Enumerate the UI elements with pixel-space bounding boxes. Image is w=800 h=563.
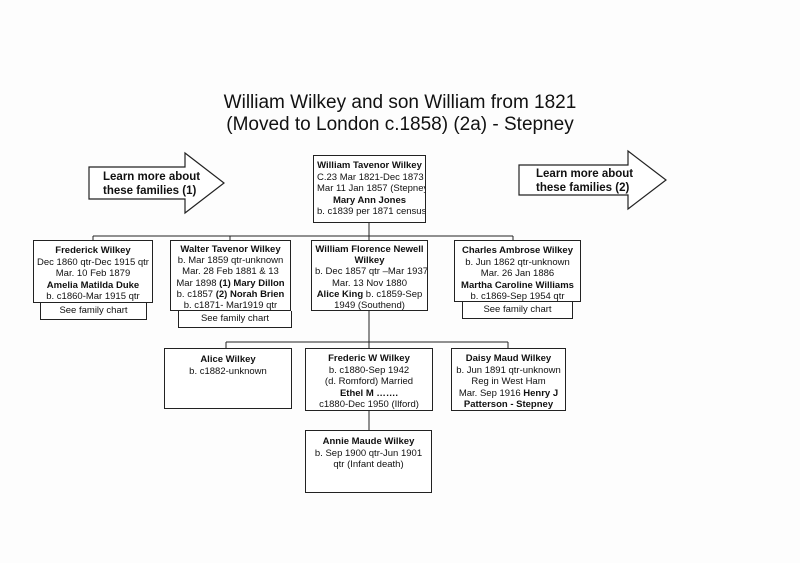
person-name: Daisy Maud Wilkey xyxy=(465,353,552,364)
spouse-name: Alice King xyxy=(316,288,364,300)
person-dates: b. c1882-unknown xyxy=(189,365,267,377)
spouse-dates: b. c1839 per 1871 census xyxy=(317,206,426,218)
person-marriage: Mar. 13 Nov 1880 xyxy=(332,277,407,289)
left-arrow-link[interactable]: Learn more about these families (1) xyxy=(103,170,200,198)
person-name: Alice Wilkey xyxy=(200,354,256,365)
spouse-name: Martha Caroline Williams xyxy=(461,279,574,291)
person-dates: Dec 1860 qtr-Dec 1915 qtr xyxy=(37,256,149,268)
person-william-tavenor-wilkey: William Tavenor Wilkey C.23 Mar 1821-Dec… xyxy=(313,155,426,223)
person-william-florence-newell-wilkey: William Florence Newell Wilkey b. Dec 18… xyxy=(311,240,428,311)
person-marriage-1: Mar. 28 Feb 1881 & 13 xyxy=(182,266,279,278)
spouse-dates: b. c1869-Sep 1954 qtr xyxy=(470,291,565,302)
person-name: William Tavenor Wilkey xyxy=(317,160,422,171)
person-dates: b. c1880-Sep 1942 xyxy=(328,364,410,376)
person-marriage: Mar. 10 Feb 1879 xyxy=(55,268,131,280)
person-marriage: Mar. Sep 1916 xyxy=(458,387,524,399)
person-dates: b. Mar 1859 qtr-unknown xyxy=(177,255,284,267)
person-name-2: Wilkey xyxy=(354,255,385,267)
left-arrow-label-2: these families (1) xyxy=(103,185,197,197)
person-registration: Reg in West Ham xyxy=(471,376,546,388)
marriage-place: - Stepney xyxy=(507,399,554,411)
spouse-name: Mary Ann Jones xyxy=(332,194,407,206)
person-dates: b. Jun 1862 qtr-unknown xyxy=(465,256,570,268)
spouse-name-2: Patterson xyxy=(463,399,508,411)
person-note: qtr (Infant death) xyxy=(333,459,404,471)
right-arrow-label-2: these families (2) xyxy=(536,182,630,194)
spouse-2-name: (2) Norah Brien xyxy=(215,288,285,300)
person-marriage: Mar. 26 Jan 1886 xyxy=(480,268,555,280)
person-death-place: (d. Romford) Married xyxy=(324,376,414,388)
see-family-chart-link-charles[interactable]: See family chart xyxy=(462,302,573,319)
spouse-name-1: Henry J xyxy=(523,387,559,399)
spouse-dates: b. c1860-Mar 1915 qtr xyxy=(46,291,140,303)
person-dates: b. Dec 1857 qtr –Mar 1937 xyxy=(315,266,428,278)
page-title: William Wilkey and son William from 1821… xyxy=(150,92,650,136)
person-name: Frederick Wilkey xyxy=(55,245,131,256)
spouse-1-dates: b. c1857 xyxy=(176,288,216,300)
person-alice-wilkey: Alice Wilkey b. c1882-unknown xyxy=(164,348,292,409)
right-arrow-shape xyxy=(518,149,667,211)
title-line-2: (Moved to London c.1858) (2a) - Stepney xyxy=(226,114,574,135)
person-dates: b. Sep 1900 qtr-Jun 1901 xyxy=(314,447,423,459)
person-name: Charles Ambrose Wilkey xyxy=(462,245,573,256)
person-annie-maude-wilkey: Annie Maude Wilkey b. Sep 1900 qtr-Jun 1… xyxy=(305,430,432,493)
right-arrow-label-1: Learn more about xyxy=(536,168,634,180)
person-dates: b. Jun 1891 qtr-unknown xyxy=(456,364,561,376)
right-arrow-link[interactable]: Learn more about these families (2) xyxy=(536,167,633,195)
title-line-1: William Wilkey and son William from 1821 xyxy=(223,92,577,113)
person-name-1: William Florence Newell xyxy=(315,244,424,255)
person-marriage: Mar 11 Jan 1857 (Stepney) xyxy=(317,183,426,195)
spouse-dates: c1880-Dec 1950 (Ilford) xyxy=(319,399,419,411)
see-family-chart-link-walter[interactable]: See family chart xyxy=(178,311,292,328)
person-name: Walter Tavenor Wilkey xyxy=(180,244,281,255)
see-family-chart-link-frederick[interactable]: See family chart xyxy=(40,303,147,320)
person-charles-ambrose-wilkey: Charles Ambrose Wilkey b. Jun 1862 qtr-u… xyxy=(454,240,581,302)
person-marriage-2: Mar 1898 xyxy=(176,277,220,289)
spouse-2-dates: b. c1871- Mar1919 qtr xyxy=(183,300,278,311)
spouse-death-place: 1949 (Southend) xyxy=(334,300,405,311)
spouse-name: Amelia Matilda Duke xyxy=(46,279,140,291)
person-dates: C.23 Mar 1821-Dec 1873 xyxy=(317,171,424,183)
spouse-name: Ethel M ……. xyxy=(339,387,399,399)
person-frederick-wilkey: Frederick Wilkey Dec 1860 qtr-Dec 1915 q… xyxy=(33,240,153,303)
person-name: Annie Maude Wilkey xyxy=(322,436,415,447)
left-arrow-shape xyxy=(88,151,225,215)
spouse-1-name: (1) Mary Dillon xyxy=(219,277,285,289)
person-walter-tavenor-wilkey: Walter Tavenor Wilkey b. Mar 1859 qtr-un… xyxy=(170,240,291,311)
left-arrow-label-1: Learn more about xyxy=(103,171,201,183)
spouse-dates: b. c1859-Sep xyxy=(363,288,423,300)
person-name: Frederic W Wilkey xyxy=(328,353,410,364)
person-frederic-w-wilkey: Frederic W Wilkey b. c1880-Sep 1942 (d. … xyxy=(305,348,433,411)
person-daisy-maud-wilkey: Daisy Maud Wilkey b. Jun 1891 qtr-unknow… xyxy=(451,348,566,411)
